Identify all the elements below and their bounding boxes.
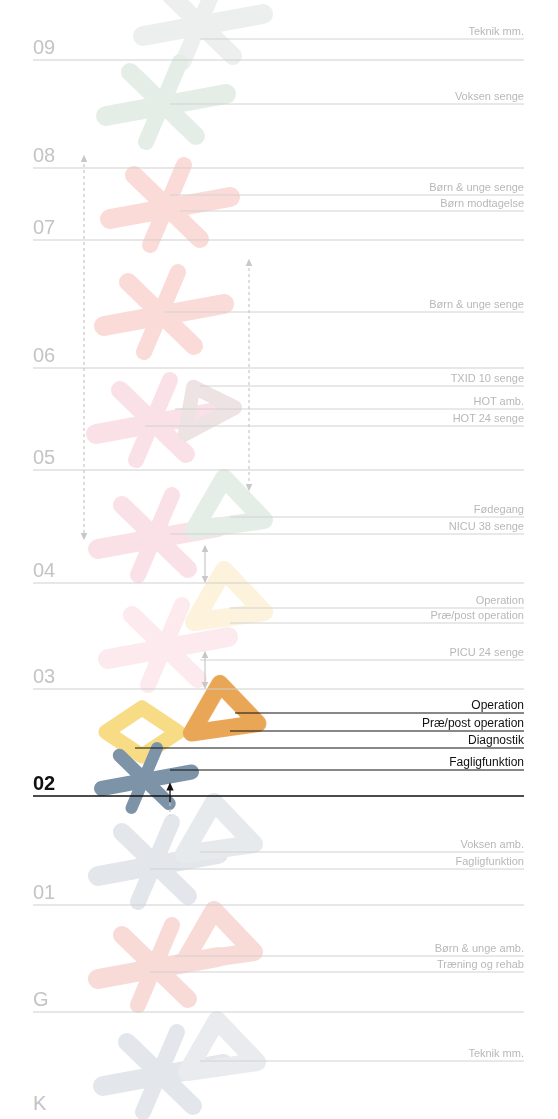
area-label: Diagnostik — [468, 733, 524, 747]
area-label: Fagligfunktion — [456, 855, 525, 868]
floor-shapes — [96, 0, 264, 1112]
floor-number: 08 — [33, 143, 55, 167]
floor-number: 05 — [33, 445, 55, 469]
floor-number: G — [33, 987, 49, 1011]
area-label: Operation — [476, 594, 524, 607]
floor-lines — [33, 60, 524, 1012]
active-floor-line — [33, 795, 524, 797]
area-label: Børn & unge senge — [429, 298, 524, 311]
area-label: Voksen amb. — [460, 838, 524, 851]
area-label: Fagligfunktion — [449, 755, 524, 769]
area-label: Teknik mm. — [468, 1047, 524, 1060]
area-label: Præ/post operation — [422, 716, 524, 730]
area-label: TXID 10 senge — [451, 372, 524, 385]
shaft-arrows — [84, 158, 249, 816]
area-label: PICU 24 senge — [449, 646, 524, 659]
floor-number: 02 — [33, 771, 55, 795]
area-label: Børn & unge senge — [429, 181, 524, 194]
floor-number: 04 — [33, 558, 55, 582]
area-label: Træning og rehab — [437, 958, 524, 971]
area-label: Teknik mm. — [468, 25, 524, 38]
leader-lines — [145, 39, 524, 1061]
area-label: Fødegang — [474, 503, 524, 516]
area-label: Børn modtagelse — [440, 197, 524, 210]
floor-number: 01 — [33, 880, 55, 904]
floor-number: K — [33, 1091, 46, 1115]
area-label: Operation — [471, 698, 524, 712]
floor-number: 07 — [33, 215, 55, 239]
area-label: Børn & unge amb. — [435, 942, 524, 955]
active-arrow — [169, 786, 170, 802]
area-label: HOT amb. — [473, 395, 524, 408]
active-leader-lines — [135, 713, 524, 770]
floor-number: 03 — [33, 664, 55, 688]
area-label: NICU 38 senge — [449, 520, 524, 533]
floor-number: 06 — [33, 343, 55, 367]
area-label: Præ/post operation — [430, 609, 524, 622]
active-floor-shapes — [102, 684, 258, 809]
area-label: Voksen senge — [455, 90, 524, 103]
floor-number: 09 — [33, 35, 55, 59]
area-label: HOT 24 senge — [453, 412, 524, 425]
